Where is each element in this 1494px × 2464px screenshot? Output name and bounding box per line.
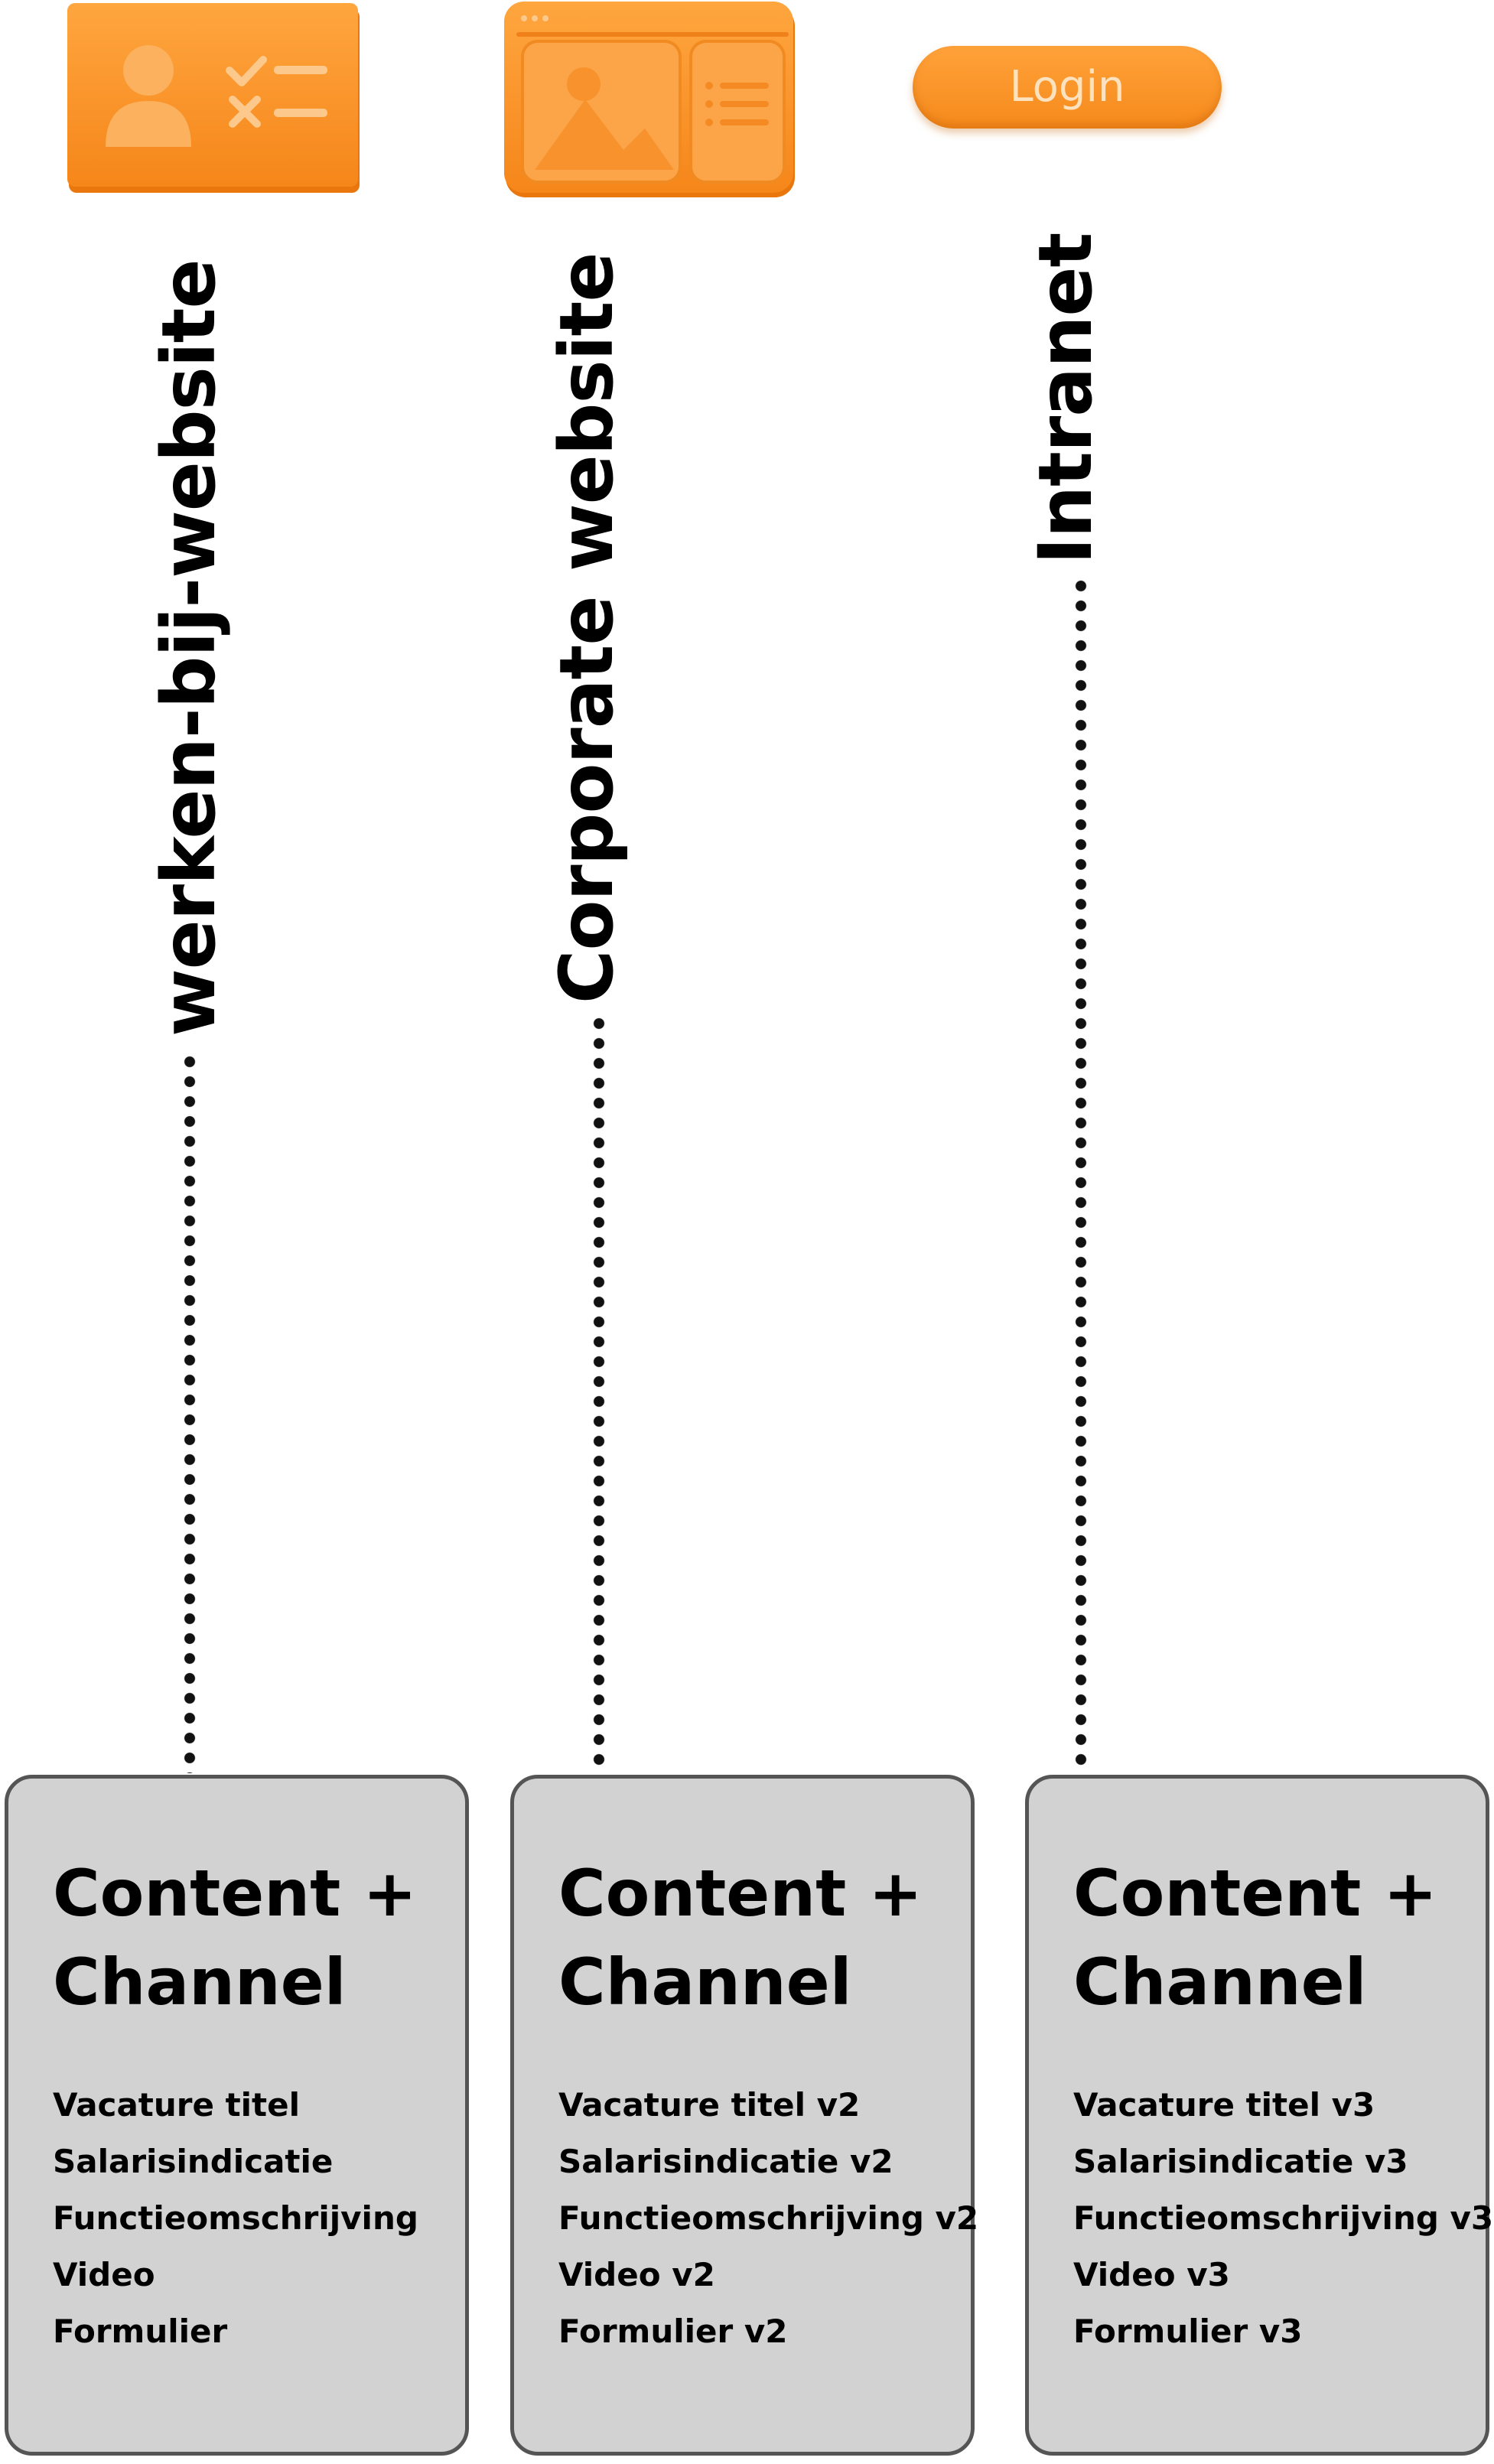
card-title: Content + Channel xyxy=(558,1856,923,2020)
card-item-vacature-titel: Vacature titel xyxy=(53,2086,301,2124)
card-item-functieomschrijving: Functieomschrijving xyxy=(53,2199,418,2237)
login-button[interactable]: Login xyxy=(913,46,1222,129)
content-channel-card-werken-bij-website: Content + Channel Vacature titel Salaris… xyxy=(5,1775,469,2456)
card-item-vacature-titel: Vacature titel v3 xyxy=(1073,2086,1375,2124)
card-item-video: Video v2 xyxy=(558,2256,715,2293)
job-application-form-icon xyxy=(63,0,369,200)
card-item-functieomschrijving: Functieomschrijving v2 xyxy=(558,2199,979,2237)
card-item-salarisindicatie: Salarisindicatie xyxy=(53,2143,334,2180)
connector-line-werken-bij-website xyxy=(184,1056,196,1773)
card-item-vacature-titel: Vacature titel v2 xyxy=(558,2086,861,2124)
card-item-formulier: Formulier v2 xyxy=(558,2313,788,2350)
card-title: Content + Channel xyxy=(53,1856,417,2020)
card-item-formulier: Formulier xyxy=(53,2313,228,2350)
card-item-salarisindicatie: Salarisindicatie v3 xyxy=(1073,2143,1408,2180)
content-channel-card-corporate-website: Content + Channel Vacature titel v2 Sala… xyxy=(510,1775,978,2456)
connector-line-corporate-website xyxy=(593,1017,605,1773)
card-item-list: Vacature titel v2 Salarisindicatie v2 Fu… xyxy=(558,2077,978,2360)
channel-label-werken-bij-website: werken-bij-website xyxy=(146,259,232,1037)
card-title: Content + Channel xyxy=(1073,1856,1437,2020)
card-item-list: Vacature titel Salarisindicatie Functieo… xyxy=(53,2077,418,2360)
channel-label-intranet: Intranet xyxy=(1023,233,1108,565)
channel-label-corporate-website: Corporate website xyxy=(544,252,630,1004)
website-layout-icon xyxy=(501,0,799,200)
connector-line-intranet xyxy=(1075,580,1087,1773)
card-item-video: Video xyxy=(53,2256,155,2293)
card-item-list: Vacature titel v3 Salarisindicatie v3 Fu… xyxy=(1073,2077,1493,2360)
card-item-video: Video v3 xyxy=(1073,2256,1230,2293)
card-item-formulier: Formulier v3 xyxy=(1073,2313,1303,2350)
card-item-functieomschrijving: Functieomschrijving v3 xyxy=(1073,2199,1494,2237)
content-channel-card-intranet: Content + Channel Vacature titel v3 Sala… xyxy=(1025,1775,1493,2456)
card-item-salarisindicatie: Salarisindicatie v2 xyxy=(558,2143,893,2180)
